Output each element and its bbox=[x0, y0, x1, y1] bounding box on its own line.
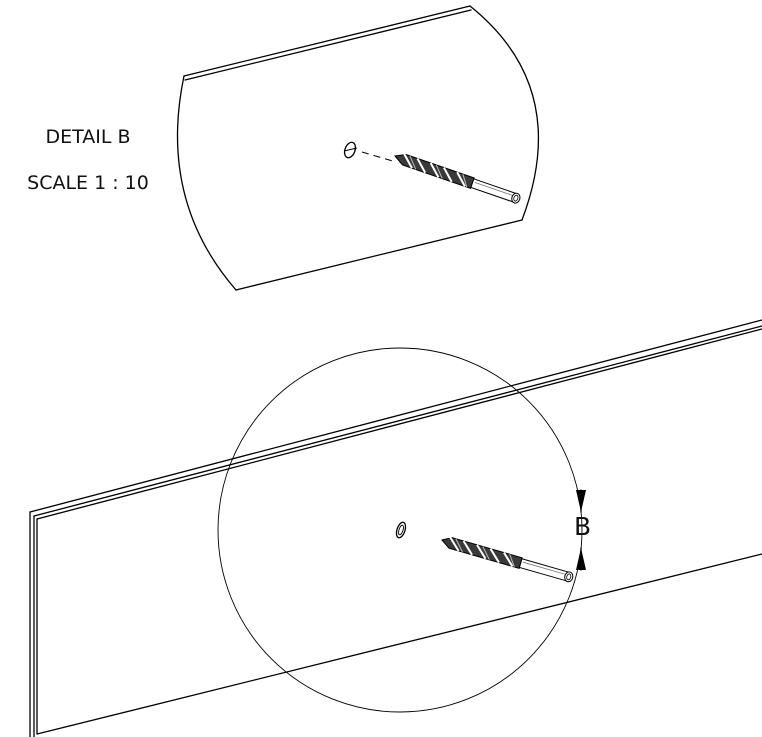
callout-arrows bbox=[576, 489, 586, 571]
callout-arrow-top-icon bbox=[576, 490, 586, 512]
detail-boundary-left-arc bbox=[176, 75, 237, 291]
detail-b-view bbox=[176, 5, 540, 291]
detail-panel-bottom-edge bbox=[235, 219, 523, 291]
detail-center-line bbox=[361, 151, 397, 163]
detail-hole-icon bbox=[343, 141, 358, 159]
main-view bbox=[29, 319, 762, 737]
detail-boundary-right-arc bbox=[469, 5, 540, 221]
main-drill-bit-icon bbox=[441, 536, 574, 583]
detail-scale-label: SCALE 1 : 10 bbox=[27, 172, 149, 194]
main-hole-icon bbox=[395, 521, 407, 539]
detail-drill-bit-icon bbox=[394, 153, 521, 204]
detail-panel-top-edge-inner bbox=[184, 9, 472, 81]
detail-panel-top-edge bbox=[183, 5, 471, 77]
detail-title-label: DETAIL B bbox=[45, 126, 131, 148]
callout-letter-label: B bbox=[574, 512, 592, 541]
main-panel-icon bbox=[29, 319, 762, 737]
detail-circle bbox=[217, 347, 583, 713]
callout-arrow-bottom-icon bbox=[576, 548, 586, 570]
